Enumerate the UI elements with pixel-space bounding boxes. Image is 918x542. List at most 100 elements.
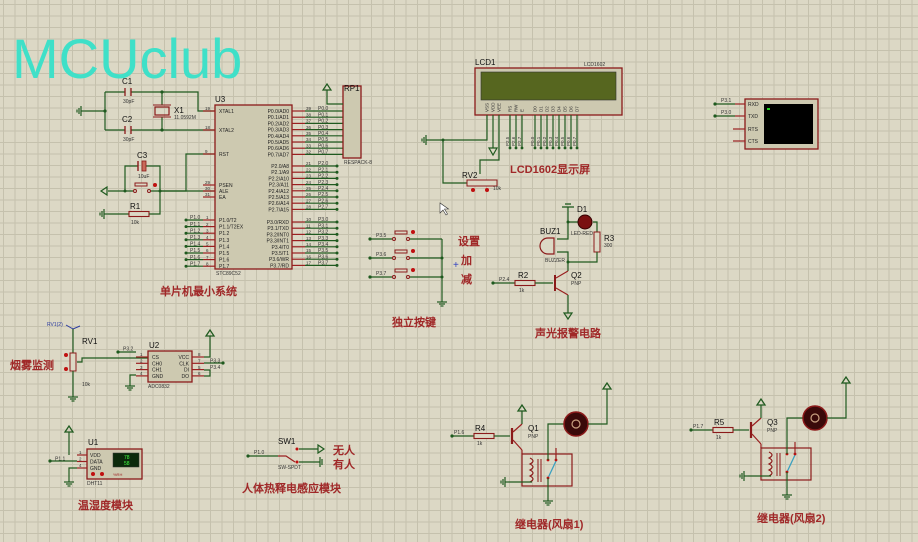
q2-value: PNP bbox=[571, 281, 582, 287]
rv2-potentiometer[interactable] bbox=[466, 179, 498, 187]
wire bbox=[588, 397, 608, 425]
pin-label: D5 bbox=[563, 106, 568, 112]
r2-value: 1k bbox=[519, 288, 525, 294]
resistor-value: 1k bbox=[477, 441, 483, 447]
net-label: P0.3 bbox=[318, 125, 329, 131]
net-terminal bbox=[335, 232, 339, 236]
pin-label: P1.7 bbox=[219, 264, 230, 270]
net-label: P0.7 bbox=[318, 150, 329, 156]
x1-ref: X1 bbox=[174, 106, 184, 115]
pin-label: RXD bbox=[748, 102, 759, 108]
pin-number: 15 bbox=[306, 248, 312, 253]
rv1-ref: RV1 bbox=[82, 337, 98, 346]
key-contact bbox=[392, 237, 396, 241]
pin-label: D0 bbox=[533, 106, 538, 112]
ground-icon bbox=[542, 496, 554, 506]
pin-number: 4 bbox=[206, 235, 209, 240]
net-label: P1.0 bbox=[190, 215, 201, 221]
key-button[interactable] bbox=[394, 249, 408, 254]
net-terminal bbox=[184, 244, 188, 248]
pin-label: DO bbox=[182, 374, 190, 380]
net-terminal bbox=[184, 264, 188, 268]
key-contact bbox=[406, 237, 410, 241]
net-label: P3.6 bbox=[376, 252, 387, 258]
q2-ref: Q2 bbox=[571, 271, 582, 280]
net-terminal bbox=[335, 257, 339, 261]
ground-icon bbox=[500, 476, 510, 488]
pin-number: 27 bbox=[306, 198, 312, 203]
relay[interactable] bbox=[760, 447, 812, 481]
pir-section: P1.0 SW1 SW-SPDT 无人 有人 人体热释电感应模块 bbox=[242, 437, 356, 495]
pin-number: 22 bbox=[306, 167, 312, 172]
net-label: P1.2 bbox=[190, 228, 201, 234]
net-terminal bbox=[335, 226, 339, 230]
relay[interactable] bbox=[521, 453, 573, 487]
mcu-minimal-system: C1 30pF C2 30pF X1 11.0592M C3 10uF R1 1… bbox=[76, 77, 372, 298]
net-terminal bbox=[539, 146, 543, 150]
sw1-spdt-switch[interactable] bbox=[278, 455, 296, 463]
pin-number: 21 bbox=[306, 161, 312, 166]
key-label-set: 设置 bbox=[458, 234, 480, 248]
net-terminal bbox=[551, 146, 555, 150]
net-terminal bbox=[520, 146, 524, 150]
net-label: P0.5 bbox=[560, 136, 565, 146]
rp1-resistor-pack[interactable] bbox=[342, 85, 362, 159]
fan-motor-icon bbox=[563, 411, 589, 437]
net-label: P2.6 bbox=[318, 198, 329, 204]
pin-label: XTAL1 bbox=[219, 109, 234, 115]
d1-ref: D1 bbox=[577, 205, 588, 214]
net-label: P3.0 bbox=[721, 110, 732, 116]
pin-label: P1.2 bbox=[219, 231, 230, 237]
pin-label: PSEN bbox=[219, 183, 233, 189]
buz1-value: BUZZER bbox=[545, 258, 565, 264]
net-label: P2.4 bbox=[318, 186, 329, 192]
r3-ref: R3 bbox=[604, 234, 615, 243]
transistor-value: PNP bbox=[767, 428, 778, 434]
pin-label: P1.3 bbox=[219, 238, 230, 244]
lcd1-ref: LCD1 bbox=[475, 58, 496, 67]
rv1-potentiometer[interactable] bbox=[69, 352, 77, 372]
pin-label: P0.0/AD0 bbox=[268, 109, 290, 115]
relay-switch bbox=[547, 460, 557, 479]
pin-label: VCC bbox=[178, 355, 189, 361]
u3-chip[interactable] bbox=[214, 104, 293, 270]
pin-label: CH1 bbox=[152, 368, 162, 374]
power-arrow-icon bbox=[602, 382, 612, 398]
buz1-ref: BUZ1 bbox=[540, 227, 561, 236]
pin-number: 4 bbox=[140, 371, 143, 376]
pin-label: P2.1/A9 bbox=[271, 170, 289, 176]
pin-number: 5 bbox=[206, 242, 209, 247]
net-label: P3.4 bbox=[210, 365, 221, 371]
key-label-plus: 加 bbox=[460, 253, 472, 267]
key-button[interactable] bbox=[394, 268, 408, 273]
pin-label: E bbox=[520, 109, 525, 112]
reset-button[interactable] bbox=[134, 182, 148, 187]
net-label: P0.3 bbox=[548, 136, 553, 146]
key-button[interactable] bbox=[394, 230, 408, 235]
ground-icon bbox=[739, 470, 749, 482]
key-contact bbox=[411, 230, 415, 234]
key-contact bbox=[392, 275, 396, 279]
net-terminal bbox=[335, 195, 339, 199]
net-terminal bbox=[545, 146, 549, 150]
net-label: P3.5 bbox=[318, 248, 329, 254]
c1-value: 30pF bbox=[123, 99, 134, 105]
pin-label: CS bbox=[152, 355, 160, 361]
r1-ref: R1 bbox=[130, 202, 141, 211]
sw1-ref: SW1 bbox=[278, 437, 296, 446]
pin-label: P1.0/T2 bbox=[219, 218, 237, 224]
net-label: P3.2 bbox=[123, 347, 134, 353]
pin-label: P0.4/AD4 bbox=[268, 134, 290, 140]
net-label: P2.7 bbox=[517, 136, 522, 146]
pin-number: 26 bbox=[306, 192, 312, 197]
net-label: P0.6 bbox=[566, 136, 571, 146]
net-label: P0.2 bbox=[542, 136, 547, 146]
pin-label: P3.0/RXD bbox=[267, 220, 290, 226]
pin-number: 8 bbox=[206, 261, 209, 266]
adc0832-chip[interactable] bbox=[147, 350, 193, 383]
net-label: P1.6 bbox=[454, 430, 465, 436]
pin-label: TXD bbox=[748, 114, 758, 120]
